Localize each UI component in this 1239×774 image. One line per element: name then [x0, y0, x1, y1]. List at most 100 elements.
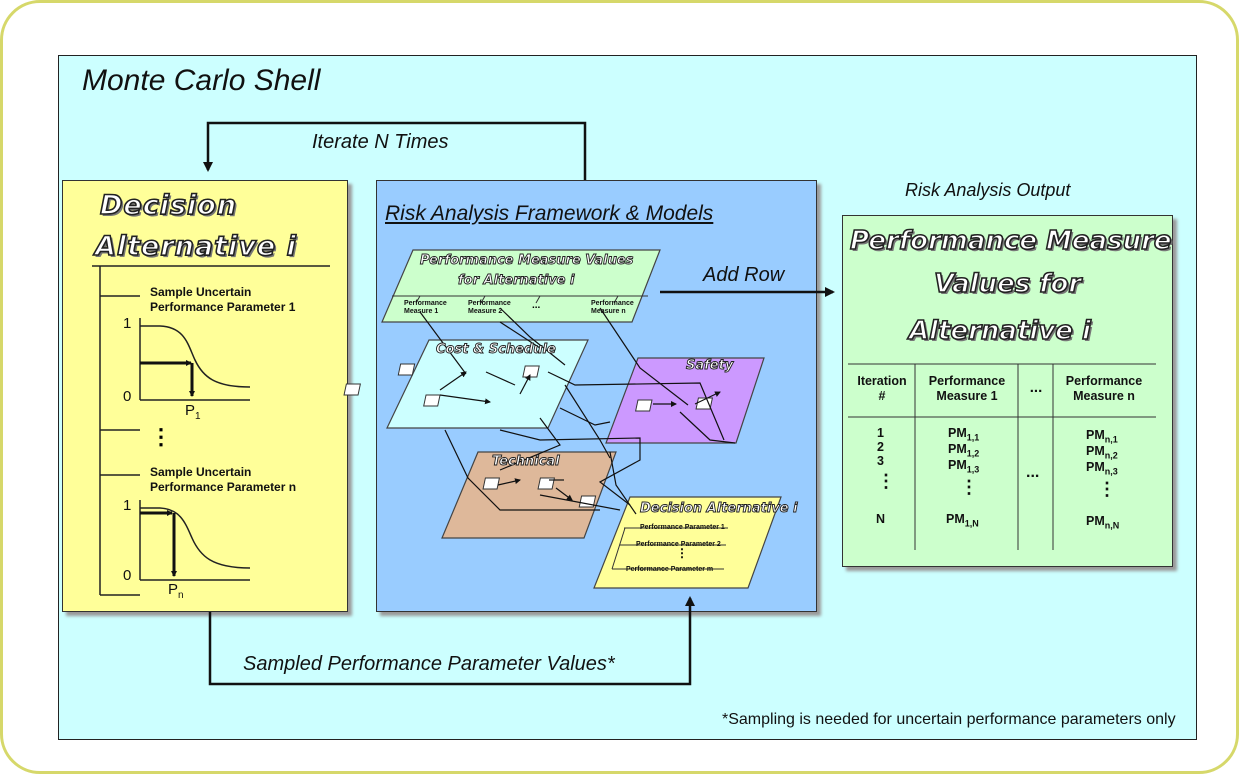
pm-plane-measure2-line1: Performance: [468, 300, 511, 307]
p1-sub: 1: [195, 411, 201, 422]
iterate-loop-arrow: [203, 121, 587, 180]
pm-plane-measure2-line2: Measure 2: [468, 308, 503, 315]
col-header-iteration-line1: Iteration: [857, 374, 907, 388]
safety-title: Safety: [686, 358, 734, 374]
add-row-label: Add Row: [703, 264, 785, 286]
pm1-ellipsis: ⋮: [960, 477, 978, 497]
pm-plane-measure1-line1: Performance: [404, 300, 447, 307]
da-param2: Performance Parameter 2: [636, 541, 721, 548]
paramn-label: Sample Uncertain Performance Parameter n: [150, 465, 296, 495]
iter-cell: 1: [877, 426, 884, 440]
pm-base: PM: [1086, 514, 1105, 528]
pmn-ellipsis: ⋮: [1098, 479, 1116, 499]
decision-title-line1: Decision: [99, 189, 238, 222]
pm-plane-title-line1: Performance Measure Values: [420, 253, 634, 269]
cdfn-y-zero: 0: [123, 567, 132, 584]
pm-sub: n,2: [1104, 450, 1118, 461]
pn-base: P: [168, 581, 179, 598]
output-label: Risk Analysis Output: [905, 180, 1071, 200]
cdf1-curve: [140, 325, 251, 388]
decision-alt-plane-title: Decision Alternative i: [640, 501, 799, 517]
output-title-line2: Values for: [933, 268, 1082, 300]
sampled-values-label: Sampled Performance Parameter Values*: [243, 653, 615, 675]
param1-label-line2: Performance Parameter 1: [150, 300, 296, 314]
pm-sub: n,N: [1104, 520, 1120, 531]
iter-cell: 3: [877, 454, 884, 468]
pm-sub: n,1: [1104, 434, 1118, 445]
pm-plane-measuren-line1: Performance: [591, 300, 634, 307]
da-paramm: Performance Parameter m: [626, 566, 714, 573]
pm1-cell: PM1,2: [948, 442, 979, 461]
shell-title: Monte Carlo Shell: [82, 64, 321, 97]
cdfn-y-one: 1: [123, 497, 132, 514]
risk-output-panel: [842, 215, 1173, 567]
output-title-line3: Alternative i: [908, 315, 1091, 347]
pm1-cell: PM1,N: [946, 512, 979, 531]
cdf1-y-one: 1: [123, 315, 132, 332]
paramn-label-line2: Performance Parameter n: [150, 480, 297, 494]
technical-plane: [441, 451, 617, 539]
col-header-iteration: Iteration#: [850, 374, 914, 404]
iter-cell: 2: [877, 440, 884, 454]
decision-title-line2: Alternative i: [94, 230, 297, 263]
pm-base: PM: [946, 512, 965, 526]
cdfn-curve: [140, 507, 251, 569]
col-header-pm1-line1: Performance: [928, 374, 1006, 388]
decision-alternative-panel: [62, 180, 348, 612]
pn-sub: n: [178, 590, 184, 601]
p1-base: P: [185, 402, 196, 419]
safety-plane: [605, 357, 765, 444]
pm-plane-title-line2: for Alternative i: [458, 273, 575, 289]
pm-sub: 1,1: [966, 432, 980, 443]
col-header-pm1-line2: Measure 1: [936, 389, 998, 403]
decision-alt-plane: [593, 496, 782, 589]
technical-title: Technical: [492, 454, 561, 470]
pmn-cell: PMn,1: [1086, 428, 1118, 447]
pm-base: PM: [1086, 444, 1105, 458]
pm1-cell: PM1,1: [948, 426, 979, 445]
paramn-label-line1: Sample Uncertain: [150, 465, 252, 479]
pm-plane-measuren-line2: Measure n: [591, 308, 626, 315]
da-dots: ⋮: [676, 546, 688, 560]
pm1-cell: PM1,3: [948, 458, 979, 477]
cdfn-pn-label: Pn: [168, 581, 184, 601]
output-title-line1: Performance Measure: [849, 225, 1172, 257]
pmn-cell: PMn,N: [1086, 514, 1119, 533]
pm-base: PM: [948, 458, 967, 472]
iterate-label: Iterate N Times: [312, 131, 449, 153]
iter-cell: N: [876, 512, 886, 526]
pm-sub: 1,3: [966, 464, 980, 475]
pm-values-plane: [381, 249, 661, 323]
pmn-cell: PMn,2: [1086, 444, 1118, 463]
pm-sub: 1,2: [966, 448, 980, 459]
pm-plane-dots: ...: [532, 300, 541, 311]
col-header-dots: ...: [1029, 379, 1043, 396]
framework-title: Risk Analysis Framework & Models: [385, 202, 714, 225]
pm-sub: n,3: [1104, 466, 1118, 477]
pmn-cell: PMn,3: [1086, 460, 1118, 479]
param1-label: Sample Uncertain Performance Parameter 1: [150, 285, 295, 315]
col-header-pmn-line2: Measure n: [1073, 389, 1135, 403]
footnote: *Sampling is needed for uncertain perfor…: [722, 711, 1176, 728]
pm-base: PM: [948, 442, 967, 456]
pm-sub: 1,N: [964, 518, 979, 529]
cost-schedule-title: Cost & Schedule: [436, 342, 557, 358]
sampled-values-arrow: [208, 596, 695, 686]
pm-base: PM: [948, 426, 967, 440]
param-ellipsis: ⋮: [150, 424, 172, 449]
col-header-pmn-line1: Performance: [1065, 374, 1143, 388]
mid-dots: ...: [1026, 464, 1040, 481]
col-header-iteration-line2: #: [878, 389, 886, 403]
pm-base: PM: [1086, 460, 1105, 474]
pm-base: PM: [1086, 428, 1105, 442]
pm-plane-measure1-line2: Measure 1: [404, 308, 439, 315]
iter-cell: ⋮: [877, 471, 895, 491]
da-param1: Performance Parameter 1: [640, 524, 725, 531]
param1-label-line1: Sample Uncertain: [150, 285, 252, 299]
